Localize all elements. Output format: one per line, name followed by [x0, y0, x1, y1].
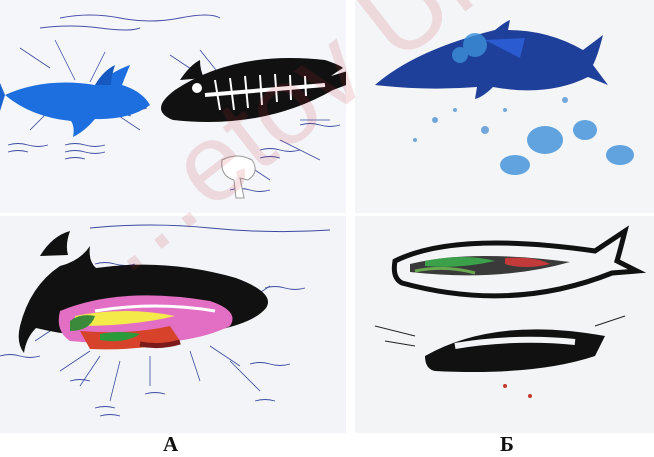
- fish-outline-print: [355, 216, 654, 433]
- label-b: Б: [500, 432, 514, 457]
- blue-shark-print: [355, 0, 654, 213]
- photo-panel-bottom-right: [355, 216, 654, 433]
- photo-panel-top-right: [355, 0, 654, 213]
- fish-anatomy-model: [0, 216, 346, 433]
- label-a: А: [163, 432, 178, 457]
- photo-panel-top-left: [0, 0, 346, 213]
- photo-panel-bottom-left: [0, 216, 346, 433]
- annotated-fish-models: [0, 0, 346, 213]
